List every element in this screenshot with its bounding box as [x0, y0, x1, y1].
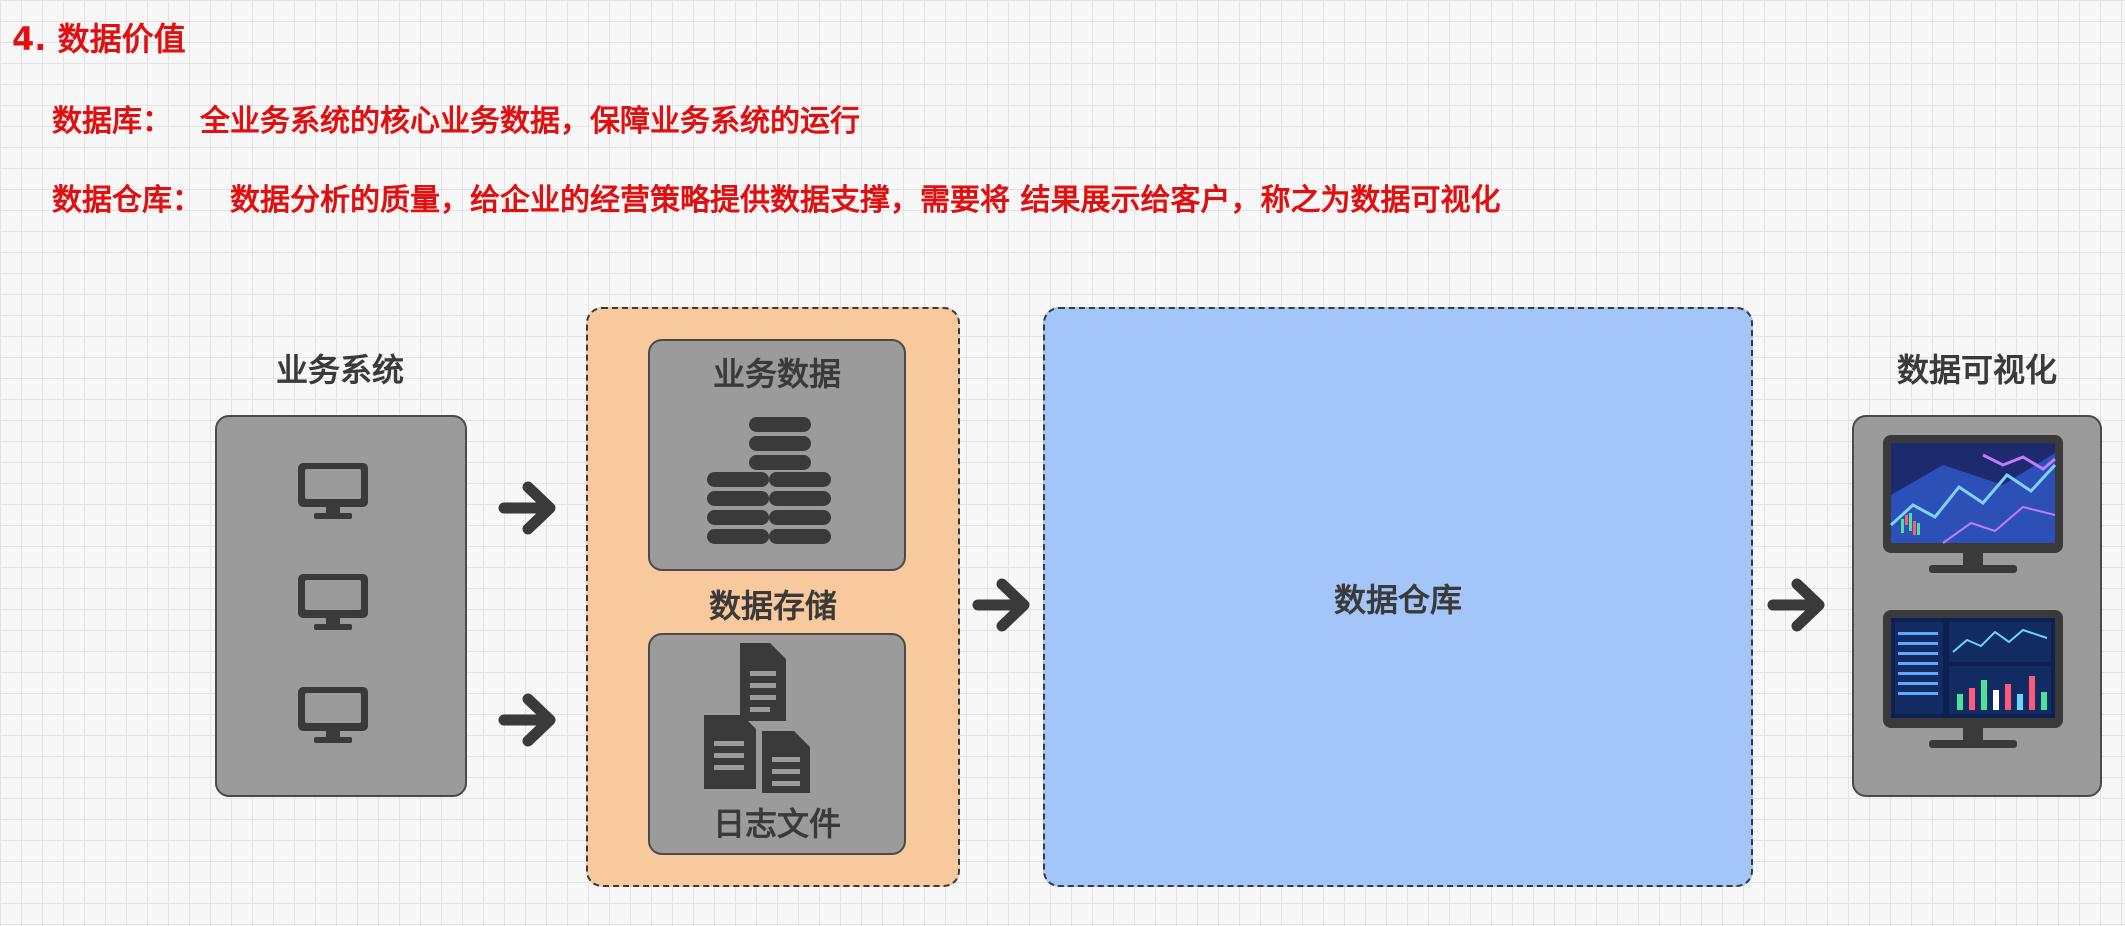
- business-system-title: 业务系统: [275, 351, 404, 389]
- data-visualization-title: 数据可视化: [1896, 351, 2057, 389]
- data-storage-title: 数据存储: [708, 587, 837, 625]
- database-description: 数据库： 全业务系统的核心业务数据，保障业务系统的运行: [52, 96, 860, 140]
- section-heading: 4. 数据价值: [12, 20, 186, 58]
- data-storage-container: 业务数据 数据存储: [586, 307, 960, 887]
- business-data-box: 业务数据: [648, 339, 906, 571]
- log-files-title: 日志文件: [712, 805, 841, 843]
- arrow-right-icon: [498, 481, 556, 535]
- warehouse-text: 数据分析的质量，给企业的经营策略提供数据支撑，需要将 结果展示给客户，称之为数据…: [230, 183, 1501, 218]
- arrow-right-icon: [498, 693, 556, 747]
- dashboard-monitor-icon: [1883, 435, 2063, 573]
- arrow-right-icon: [1767, 578, 1825, 632]
- data-visualization-box: [1852, 415, 2102, 797]
- data-warehouse-title: 数据仓库: [1333, 581, 1462, 619]
- data-warehouse-box: 数据仓库: [1043, 307, 1753, 887]
- arrow-right-icon: [972, 578, 1030, 632]
- documents-icon: [704, 643, 810, 793]
- database-stack-icon: [707, 417, 831, 544]
- monitor-icon: [298, 574, 368, 630]
- log-files-box: 日志文件: [648, 633, 906, 855]
- database-label: 数据库：: [52, 104, 172, 139]
- monitor-icon: [298, 687, 368, 743]
- dashboard-monitor-icon: [1883, 610, 2063, 748]
- business-data-title: 业务数据: [712, 355, 841, 393]
- database-text: 全业务系统的核心业务数据，保障业务系统的运行: [200, 104, 860, 139]
- warehouse-label: 数据仓库：: [52, 183, 202, 218]
- warehouse-description: 数据仓库： 数据分析的质量，给企业的经营策略提供数据支撑，需要将 结果展示给客户，…: [52, 175, 1500, 219]
- business-system-box: [215, 415, 467, 797]
- monitor-icon: [298, 463, 368, 519]
